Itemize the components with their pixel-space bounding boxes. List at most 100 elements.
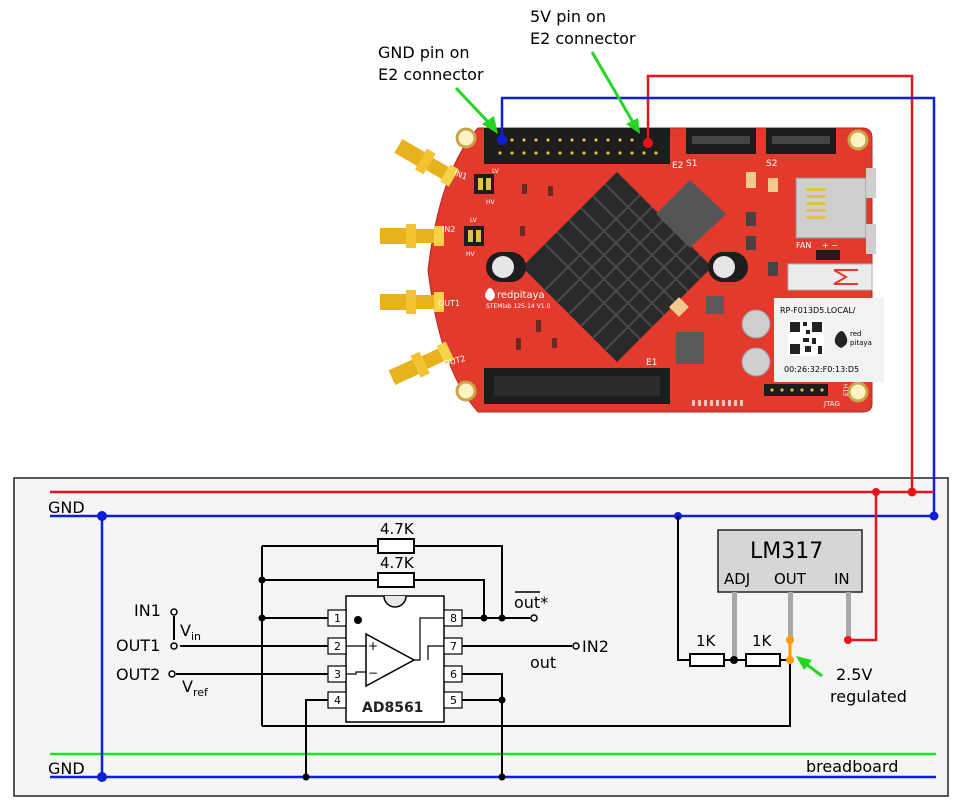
in2-label: IN2 [582,637,609,656]
redpitaya-brand-icon [485,288,495,301]
jumper-lv-2: LV [470,217,478,224]
resistor-4-7k-mid [377,572,415,588]
gnd-pin-marker [497,135,507,145]
sma-out2 [388,341,455,386]
lm317-name: LM317 [750,539,823,564]
pin-4: 4 [334,694,341,707]
fivev-pin-annotation-2: E2 connector [530,29,636,48]
pin-3: 3 [334,668,341,681]
out1-port-label: OUT1 [438,299,460,308]
vin-label: Vin [180,621,201,643]
vref-label: Vref [182,677,209,699]
fan-label: FAN [796,241,811,250]
jumper-hv-2: HV [466,251,476,258]
out1-label: OUT1 [116,636,160,655]
gnd-bottom-label: GND [48,759,85,778]
eth-label: ETH [843,384,850,396]
board-wires [500,74,936,516]
e2-label: E2 [672,161,683,171]
usb-port [787,263,873,291]
out-label: out [530,653,556,672]
jumper-lv-1: LV [492,168,500,175]
fan-connector [816,250,840,260]
qr-code [788,320,824,356]
out2-label: OUT2 [116,665,160,684]
vref-sub: ref [193,686,209,699]
r1k-left-label: 1K [696,632,717,650]
mount-hole [455,380,477,402]
lm317-in: IN [834,570,850,588]
redpitaya-logo-icon [834,331,848,348]
vref-node [786,656,794,664]
gnd-top-label: GND [48,498,85,517]
vin-sub: in [191,630,201,643]
sma-in2 [380,224,444,248]
resistor-1k-left [689,653,725,667]
vin-main: V [180,621,191,640]
jtag-label: JTAG [823,400,840,408]
brand-text: redpitaya [497,290,545,301]
sma-out1 [380,290,444,314]
red-pitaya-board: E2 S1 S2 [380,127,884,413]
ad8561-chip: + − AD8561 [345,595,445,723]
gnd-pin-annotation-2: E2 connector [378,65,484,84]
regulated-annotation-2: regulated [830,687,907,706]
pin-1: 1 [334,612,341,625]
sticker-brand-pitaya: pitaya [850,339,872,347]
s1-label: S1 [686,159,697,169]
opamp-minus: − [368,666,378,680]
sticker-brand-red: red [850,330,861,338]
chip-pins-left: 1 2 3 4 [327,609,347,709]
sma-in1 [394,139,459,187]
jumper-hv-1: HV [486,199,496,206]
resistor-4-7k-top [377,538,415,554]
board-chip [676,332,704,364]
out-star-label: out* [514,593,548,612]
fivev-pin-marker [643,138,653,148]
s2-label: S2 [766,159,777,169]
e2-connector [484,128,670,164]
pin-8: 8 [450,612,457,625]
in1-port-label: IN1 [453,169,469,182]
model-text: STEMlab 125-14 V1.0 [486,303,550,310]
mount-hole [455,127,477,149]
in2-port-label: IN2 [442,225,455,234]
pin-5: 5 [450,694,457,707]
r47k-top-label: 4.7K [380,520,415,538]
jtag-header [764,384,828,396]
opamp-triangle [365,632,416,688]
terminals [168,608,580,678]
fivev-pin-annotation: 5V pin on [530,7,606,26]
board-chip [656,180,726,248]
fan-polarity: + − [822,241,838,250]
annotation-arrows [454,51,823,678]
mac-address: 00:26:32:F0:13:D5 [784,365,859,374]
lm317-out: OUT [774,570,807,588]
in1-label: IN1 [134,601,161,620]
e2-pins [498,138,658,155]
sd-card-slot [795,177,867,239]
gnd-pin-annotation: GND pin on [378,43,470,62]
pin-6: 6 [450,668,457,681]
vref-node [786,636,794,644]
opamp-plus: + [368,639,378,653]
wire-5v-red [646,74,914,492]
r47k-mid-label: 4.7K [380,554,415,572]
breadboard-label: breadboard [806,757,898,776]
rail-junctions [97,511,939,782]
vref-main: V [182,677,193,696]
lm317-adj: ADJ [724,570,750,588]
r1k-right-label: 1K [752,632,773,650]
pin-7: 7 [450,640,457,653]
regulated-annotation: 2.5V [836,665,872,684]
mount-hole [847,381,869,403]
mount-hole [847,129,869,151]
chip-name: AD8561 [362,700,423,716]
chip-pins-right: 8 7 6 5 [443,609,463,709]
e1-label: E1 [646,358,657,368]
wire-gnd-blue [500,96,936,516]
hostname: RP-F013D5.LOCAL/ [780,306,856,315]
resistor-1k-right [745,653,781,667]
pin-2: 2 [334,640,341,653]
